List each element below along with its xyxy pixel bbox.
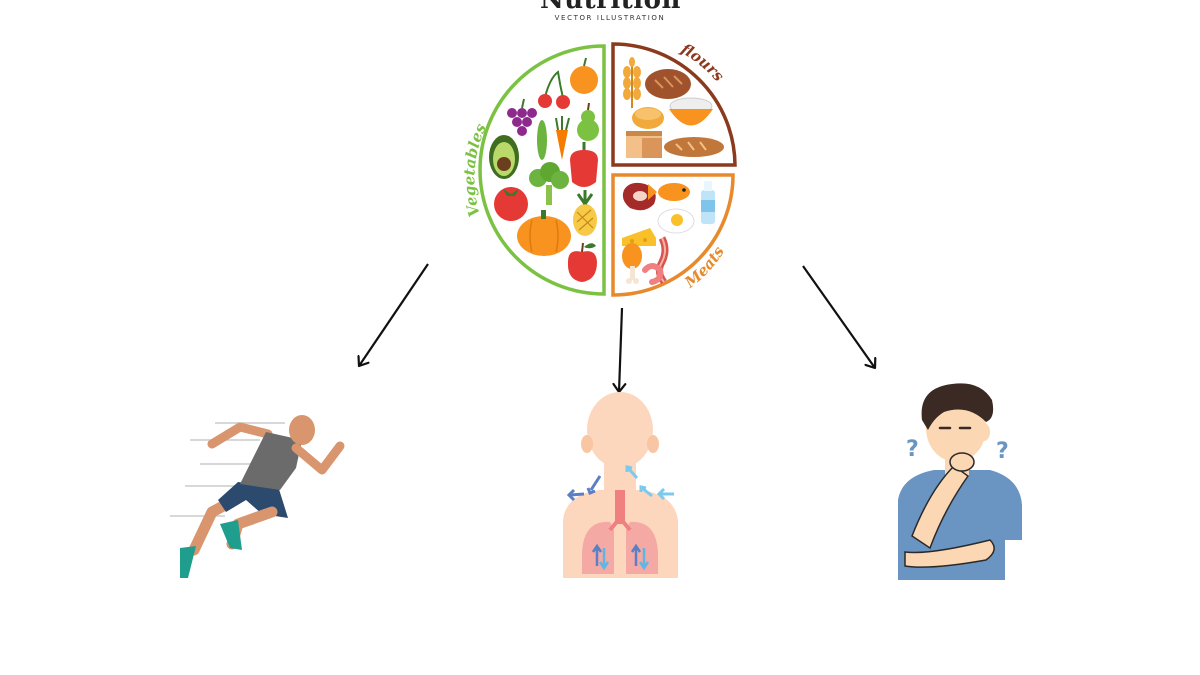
fried-egg-icon bbox=[657, 208, 695, 234]
orange-icon bbox=[570, 66, 598, 94]
rice-bowl-icon bbox=[669, 97, 713, 126]
runner-icon bbox=[170, 415, 345, 578]
red-pepper-icon bbox=[570, 142, 598, 187]
grapes-icon bbox=[507, 98, 537, 136]
pea-pod-icon bbox=[537, 120, 547, 160]
airflow-arrows bbox=[566, 465, 674, 571]
question-mark-icon-left: ? bbox=[906, 437, 919, 462]
logo-subtitle: VECTOR ILLUSTRATION bbox=[554, 14, 666, 22]
pumpkin-icon bbox=[517, 210, 571, 256]
vegetables-items bbox=[489, 57, 599, 282]
cheese-icon bbox=[622, 228, 656, 246]
steak-icon bbox=[622, 182, 656, 211]
bun-icon bbox=[632, 107, 664, 129]
arrow-to-thinking bbox=[802, 265, 875, 368]
avocado-icon bbox=[489, 135, 519, 179]
pear-icon bbox=[577, 102, 599, 141]
thinking-person-icon: ? ? bbox=[898, 383, 1022, 580]
drumstick-icon bbox=[622, 243, 642, 284]
carrot-icon bbox=[555, 116, 570, 160]
logo: Nutrition VECTOR ILLUSTRATION bbox=[540, 0, 680, 22]
arrows bbox=[359, 263, 875, 392]
arrow-to-exercise bbox=[359, 263, 429, 366]
meats-items bbox=[622, 181, 715, 285]
baguette-icon bbox=[664, 137, 724, 157]
pineapple-icon bbox=[573, 190, 597, 236]
flours-items bbox=[623, 57, 724, 158]
shrimp-icon bbox=[642, 263, 664, 285]
arrow-to-breathing bbox=[619, 307, 622, 392]
apple-icon bbox=[567, 242, 597, 282]
tomato-icon bbox=[494, 187, 528, 221]
wheat-icon bbox=[623, 57, 641, 108]
lungs-icon bbox=[563, 392, 678, 578]
fish-icon bbox=[648, 183, 690, 201]
question-mark-icon-right: ? bbox=[996, 439, 1009, 464]
logo-title: Nutrition bbox=[540, 0, 681, 15]
bread-loaf-icon bbox=[645, 69, 691, 99]
broccoli-icon bbox=[529, 162, 569, 205]
toast-icon bbox=[626, 131, 662, 158]
cherries-icon bbox=[538, 70, 570, 109]
milk-bottle-icon bbox=[701, 181, 715, 224]
food-plate: Vegetables flours Meats bbox=[460, 39, 737, 297]
